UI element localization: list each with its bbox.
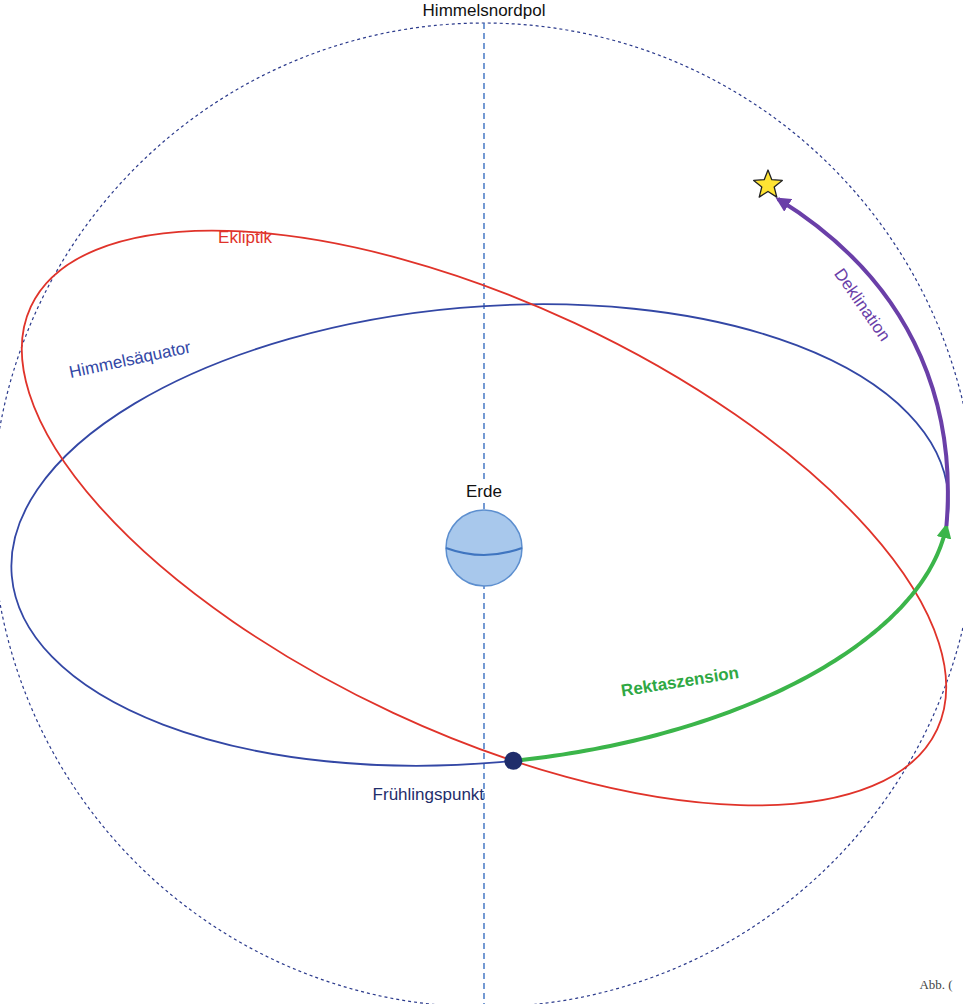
star-symbol: [754, 170, 783, 197]
earth-globe: Erde: [444, 482, 524, 588]
pole-label: Himmelsnordpol: [421, 1, 548, 21]
earth-circle: [446, 510, 522, 586]
celestial-sphere-outline: [0, 23, 963, 1004]
equator-label: Himmelsäquator: [65, 337, 194, 383]
earth-shape: [444, 508, 524, 588]
ecliptic: [0, 112, 963, 924]
figure-caption-fragment: Abb. (: [917, 978, 954, 993]
earth-equator-line: [446, 548, 522, 555]
vernal-equinox-dot: [504, 752, 522, 770]
equinox-label: Frühlingspunkt: [371, 785, 487, 805]
declination-label: Deklination: [829, 263, 896, 346]
right-ascension-arc: [513, 526, 946, 761]
declination-arc: [778, 199, 948, 526]
ecliptic-label: Ekliptik: [216, 228, 274, 248]
right-ascension-label: Rektaszension: [618, 663, 743, 702]
node-label: Erde: [463, 482, 505, 502]
celestial-equator: [0, 267, 963, 803]
